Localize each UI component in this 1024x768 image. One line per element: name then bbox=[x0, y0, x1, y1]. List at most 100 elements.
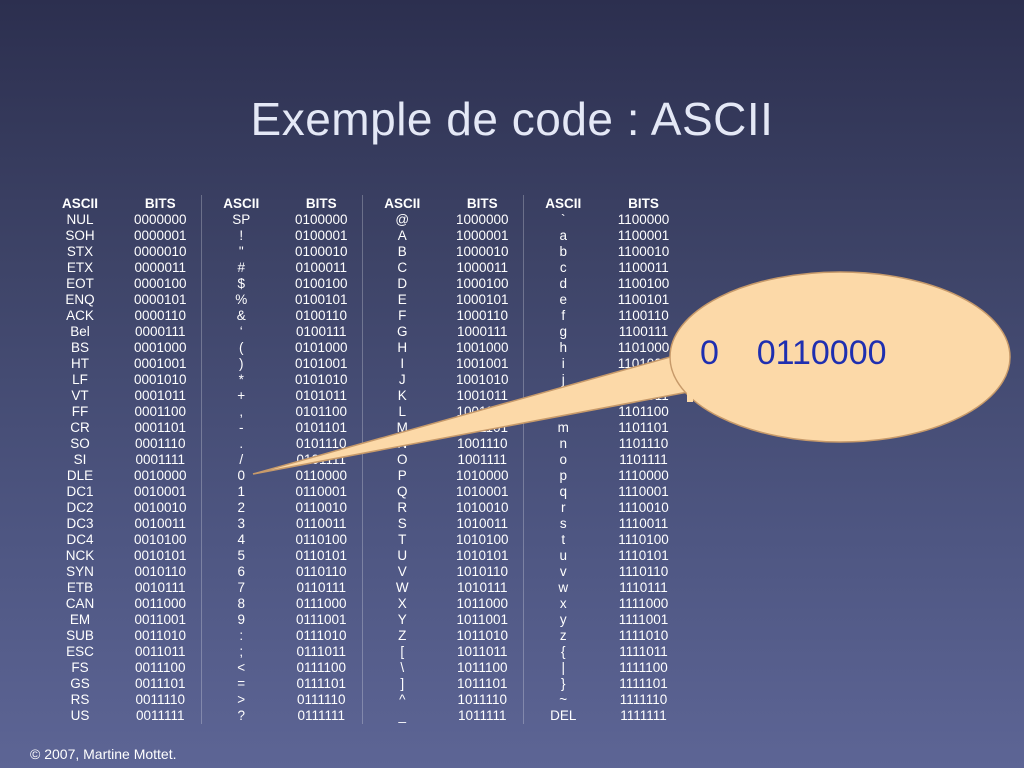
column-header: ASCII bbox=[61, 196, 98, 211]
bits-cell: 0100100 bbox=[294, 276, 348, 291]
ascii-symbol-cell: C bbox=[361, 260, 442, 276]
bits-cell: 0111011 bbox=[296, 644, 347, 659]
ascii-symbol-cell: LF bbox=[72, 372, 88, 387]
bits-cell: 0111000 bbox=[295, 596, 347, 611]
ascii-symbol-cell: STX bbox=[66, 244, 94, 259]
ascii-symbol-cell: ENQ bbox=[65, 292, 95, 307]
ascii-symbol-cell: L bbox=[361, 404, 442, 420]
bits-cell: 0011100 bbox=[134, 660, 186, 675]
ascii-symbol-cell: . bbox=[200, 436, 281, 452]
ascii-symbol-cell: > bbox=[200, 692, 281, 708]
ascii-symbol-cell: ETB bbox=[66, 580, 94, 595]
ascii-symbol-cell: Q bbox=[361, 484, 442, 500]
bits-cell: 1100100 bbox=[617, 276, 670, 291]
bits-cell: 0110011 bbox=[295, 516, 347, 531]
bits-cell: 1011011 bbox=[456, 644, 508, 659]
ascii-symbol-cell: ~ bbox=[522, 692, 603, 708]
bits-cell: 1001000 bbox=[455, 340, 509, 355]
ascii-symbol-cell: P bbox=[361, 468, 442, 484]
bits-cell: 0011010 bbox=[134, 628, 187, 643]
ascii-symbol-cell: SP bbox=[200, 212, 281, 228]
bits-cell: 0000111 bbox=[134, 324, 186, 339]
ascii-symbol-cell: , bbox=[200, 404, 281, 420]
ascii-symbol-cell: SUB bbox=[66, 628, 94, 643]
ascii-symbol-cell: CR bbox=[70, 420, 90, 435]
bits-cell: 1000010 bbox=[455, 244, 509, 259]
bits-cell: 1110000 bbox=[618, 468, 669, 483]
ascii-symbol-cell: 4 bbox=[200, 532, 281, 548]
slide-title: Exemple de code : ASCII bbox=[250, 93, 774, 145]
bits-cell: 1100110 bbox=[618, 308, 669, 323]
ascii-symbol-cell: 6 bbox=[200, 564, 281, 580]
bits-cell: 0111010 bbox=[295, 628, 347, 643]
bits-cell: 1010001 bbox=[455, 484, 509, 499]
bits-cell: 0110110 bbox=[295, 564, 347, 579]
ascii-symbol-cell: w bbox=[522, 580, 603, 596]
bits-cell: 1111100 bbox=[619, 660, 668, 675]
bits-cell: 0000010 bbox=[133, 244, 187, 259]
bits-cell: 1101000 bbox=[617, 340, 670, 355]
ascii-symbol-cell: / bbox=[200, 452, 281, 468]
ascii-symbol-cell: SO bbox=[70, 436, 90, 451]
ascii-symbol-cell: 1 bbox=[200, 484, 281, 500]
ascii-symbol-cell: ACK bbox=[66, 308, 94, 323]
bits-cell: 0111100 bbox=[296, 660, 347, 675]
ascii-symbol-cell: ) bbox=[200, 356, 281, 372]
ascii-symbol-cell: o bbox=[522, 452, 603, 468]
ascii-symbol-cell: * bbox=[200, 372, 281, 388]
callout-ellipse bbox=[669, 271, 1011, 443]
bits-cell: 1111000 bbox=[618, 596, 669, 611]
bits-cell: 1111101 bbox=[619, 676, 668, 691]
bits-cell: 1010101 bbox=[455, 548, 509, 563]
column-header: BITS bbox=[305, 196, 337, 211]
bits-cell: 1000100 bbox=[455, 276, 509, 291]
ascii-symbol-cell: J bbox=[361, 372, 442, 388]
bits-cell: 1011101 bbox=[456, 676, 508, 691]
bits-cell: 1010000 bbox=[455, 468, 509, 483]
bits-cell: 1001011 bbox=[456, 388, 509, 403]
bits-cell: 0101001 bbox=[294, 356, 348, 371]
ascii-symbol-cell: f bbox=[522, 308, 603, 324]
bits-cell: 1111111 bbox=[620, 708, 667, 723]
bits-cell: 1001110 bbox=[456, 436, 508, 451]
ascii-symbol-cell: i bbox=[522, 356, 603, 372]
bits-cell: 0100011 bbox=[295, 260, 348, 275]
ascii-symbol-cell: ` bbox=[522, 212, 603, 228]
ascii-symbol-cell: BS bbox=[70, 340, 89, 355]
bits-cell: 0010100 bbox=[133, 532, 187, 547]
bits-cell: 1111001 bbox=[618, 612, 669, 627]
bits-cell: 1011100 bbox=[456, 660, 508, 675]
ascii-symbol-cell: ; bbox=[200, 644, 281, 660]
ascii-symbol-cell: n bbox=[522, 436, 603, 452]
bits-cell: 0111001 bbox=[295, 612, 347, 627]
ascii-symbol-cell: S bbox=[361, 516, 442, 532]
ascii-symbol-cell: - bbox=[200, 420, 281, 436]
bits-cell: 0100111 bbox=[295, 324, 347, 339]
ascii-symbol-cell: D bbox=[361, 276, 442, 292]
ascii-symbol-cell: 9 bbox=[200, 612, 281, 628]
bits-cell: 0100001 bbox=[294, 228, 348, 243]
ascii-symbol-cell: g bbox=[522, 324, 603, 340]
ascii-symbol-cell: $ bbox=[200, 276, 281, 292]
bits-cell: 0101101 bbox=[295, 420, 348, 435]
bits-cell: 1011000 bbox=[456, 596, 509, 611]
bits-cell: 0101011 bbox=[295, 388, 348, 403]
ascii-symbol-cell: ( bbox=[200, 340, 281, 356]
bits-cell: 0011000 bbox=[134, 596, 187, 611]
copyright-footer: © 2007, Martine Mottet. bbox=[30, 746, 177, 762]
bits-cell: 1100111 bbox=[618, 324, 669, 339]
ascii-symbol-cell: U bbox=[361, 548, 442, 564]
